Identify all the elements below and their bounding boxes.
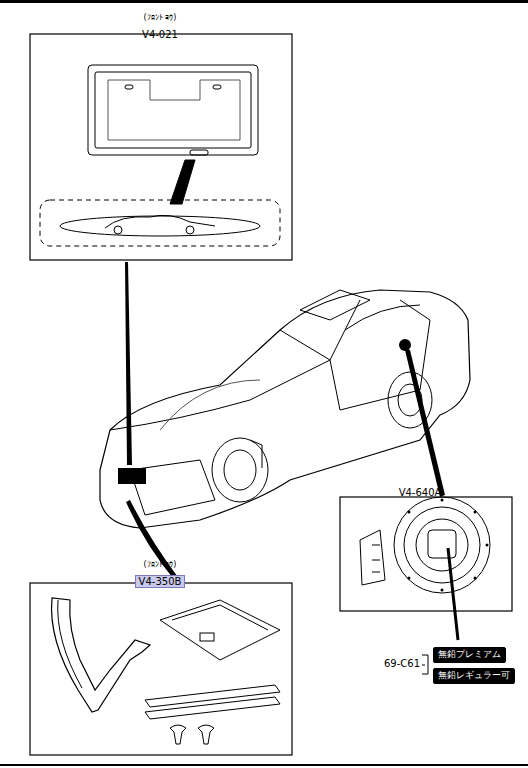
usage-note: (ﾌﾛﾝﾄ ﾖｳ) <box>144 13 177 22</box>
panel-heading: (ﾌﾛﾝﾄ ﾖｳ) V4-350B <box>110 553 210 588</box>
part-number: 無鉛レギュラー可 <box>433 668 515 684</box>
panel-heading: V4-640A <box>380 482 460 500</box>
fuel-label: 無鉛プレミアム <box>433 643 506 663</box>
panel-heading: (ﾌﾛﾝﾄ ﾖｳ) V4-021 <box>110 6 210 41</box>
part-number: V4-021 <box>142 29 178 40</box>
fuel-label: 無鉛レギュラー可 <box>433 664 515 684</box>
part-number: 無鉛プレミアム <box>433 647 506 663</box>
usage-note: (ﾌﾛﾝﾄ ﾖｳ) <box>144 560 177 569</box>
part-number: V4-640A <box>399 487 442 498</box>
part-number: 69-C61 <box>384 658 420 669</box>
part-number: V4-350B <box>135 575 186 588</box>
